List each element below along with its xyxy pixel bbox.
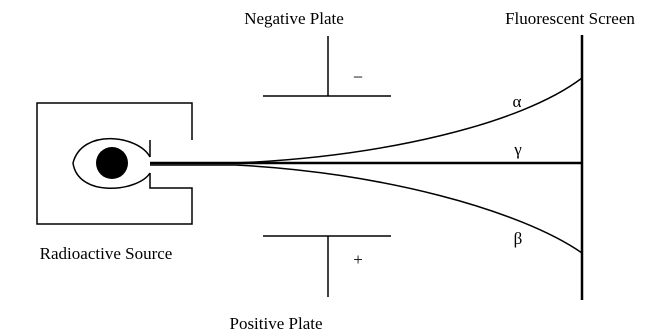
radioactive-sample	[96, 147, 128, 179]
negative-plate-label: Negative Plate	[244, 9, 344, 28]
negative-sign: −	[353, 67, 363, 87]
alpha-label: α	[513, 92, 522, 111]
positive-sign: +	[353, 250, 363, 269]
positive-plate-label: Positive Plate	[229, 314, 322, 333]
beta-label: β	[514, 229, 523, 248]
source-box	[36, 102, 193, 225]
gamma-label: γ	[513, 140, 522, 159]
alpha-ray-path	[150, 77, 583, 164]
fluorescent-screen-label: Fluorescent Screen	[505, 9, 635, 28]
radioactive-source-label: Radioactive Source	[40, 244, 173, 263]
beta-ray-path	[150, 164, 583, 254]
source-housing	[72, 138, 151, 189]
